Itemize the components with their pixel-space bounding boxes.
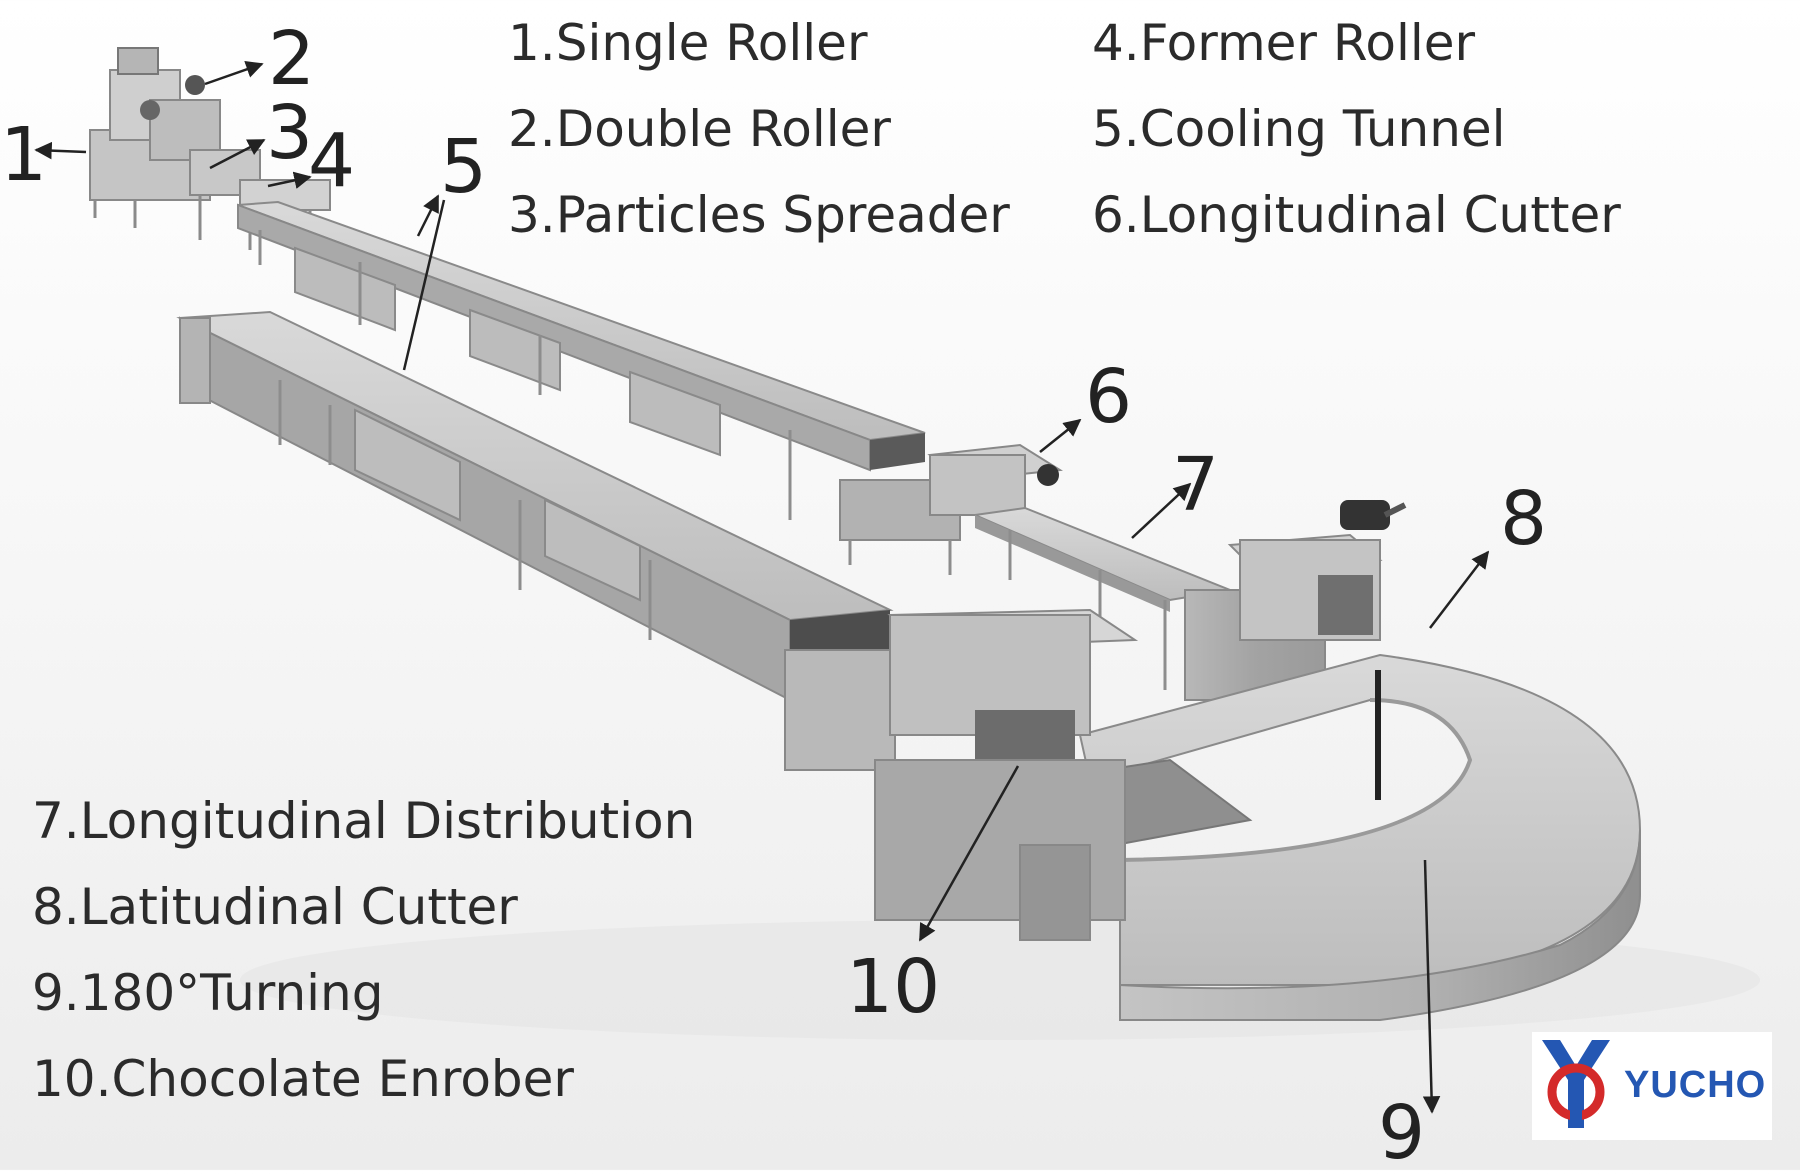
turning-180-section	[1078, 653, 1642, 1021]
callout-4: 4	[308, 118, 356, 204]
yucho-logo-icon	[1542, 1040, 1610, 1128]
legend-item-single-roller: 1.Single Roller	[508, 14, 868, 72]
legend-item-longitudinal-cutter: 6.Longitudinal Cutter	[1092, 186, 1621, 244]
legend-item-longitudinal-distribution: 7.Longitudinal Distribution	[32, 792, 696, 850]
legend-item-180-turning: 9.180°Turning	[32, 964, 384, 1022]
longitudinal-distribution-conveyor	[971, 506, 1234, 690]
callout-6: 6	[1085, 354, 1133, 440]
legend-item-double-roller: 2.Double Roller	[508, 100, 891, 158]
callout-7: 7	[1172, 442, 1220, 528]
legend-column-c: 7.Longitudinal Distribution 8.Latitudina…	[32, 778, 695, 1122]
legend-column-a: 1.Single Roller 2.Double Roller 3.Partic…	[508, 0, 1010, 258]
legend-item-latitudinal-cutter: 8.Latitudinal Cutter	[32, 878, 518, 936]
legend-item-particles-spreader: 3.Particles Spreader	[508, 186, 1010, 244]
callout-2: 2	[268, 16, 316, 102]
legend-item-cooling-tunnel: 5.Cooling Tunnel	[1092, 100, 1506, 158]
legend-column-b: 4.Former Roller 5.Cooling Tunnel 6.Longi…	[1092, 0, 1621, 258]
legend-item-former-roller: 4.Former Roller	[1092, 14, 1476, 72]
callout-8: 8	[1500, 476, 1548, 562]
callout-arrows	[34, 60, 1490, 1114]
callout-10: 10	[846, 944, 941, 1030]
roller-cluster	[89, 47, 331, 255]
longitudinal-cutter-machine	[839, 443, 1063, 575]
callout-5: 5	[440, 124, 488, 210]
logo-text: YUCHO	[1624, 1064, 1767, 1106]
chocolate-enrober	[784, 608, 1253, 941]
callout-1: 1	[0, 112, 48, 198]
yucho-logo: YUCHO	[1532, 1032, 1772, 1140]
cooling-tunnel-lower	[176, 310, 894, 702]
legend-item-chocolate-enrober: 10.Chocolate Enrober	[32, 1050, 574, 1108]
cooling-tunnel-upper	[237, 200, 926, 520]
callout-3: 3	[266, 90, 314, 176]
callout-9: 9	[1378, 1090, 1426, 1176]
